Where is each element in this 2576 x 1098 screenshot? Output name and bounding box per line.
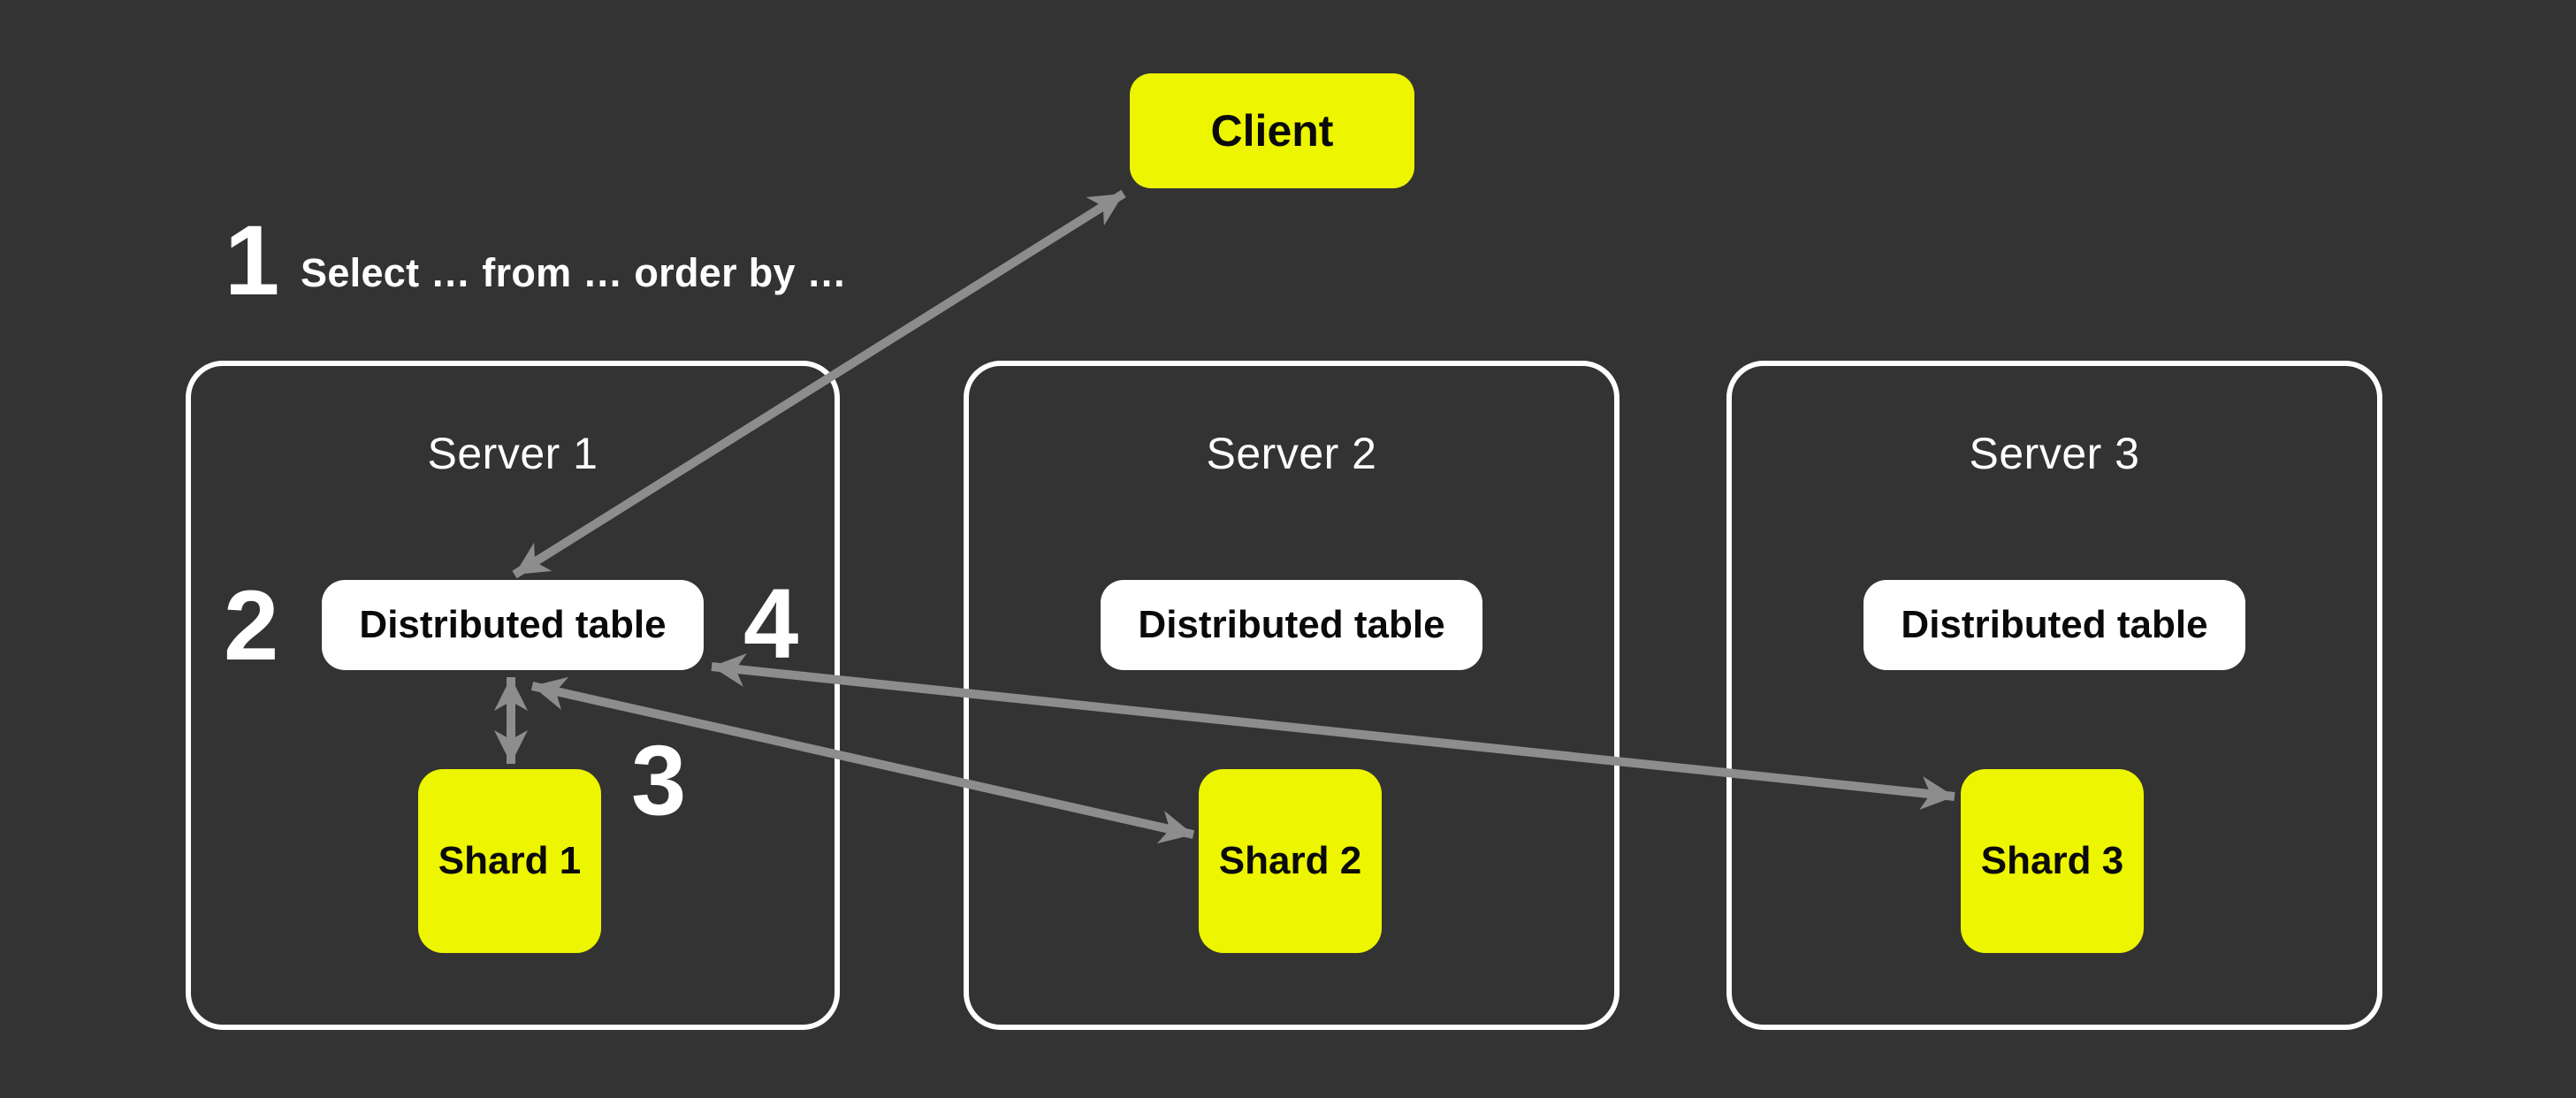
server-2-label: Server 2 — [1206, 429, 1377, 478]
distributed-table-2-box: Distributed table — [1101, 580, 1482, 670]
client-label: Client — [1210, 106, 1334, 156]
step-3-number: 3 — [631, 725, 687, 835]
step-4-number: 4 — [743, 568, 799, 679]
distributed-table-3-box: Distributed table — [1863, 580, 2245, 670]
shard-2-label: Shard 2 — [1218, 839, 1362, 882]
distributed-table-3-label: Distributed table — [1901, 603, 2208, 646]
client-box: Client — [1130, 73, 1414, 188]
step-1-number: 1 — [225, 205, 280, 316]
shard-1-box: Shard 1 — [418, 769, 601, 953]
step-2-number: 2 — [224, 570, 279, 681]
shard-3-box: Shard 3 — [1961, 769, 2144, 953]
step-1-query-text: Select … from … order by … — [301, 250, 847, 295]
shard-3-label: Shard 3 — [1980, 839, 2124, 882]
shard-1-label: Shard 1 — [438, 839, 582, 882]
distributed-table-2-label: Distributed table — [1138, 603, 1445, 646]
server-3-label: Server 3 — [1969, 429, 2140, 478]
distributed-table-1-label: Distributed table — [359, 603, 667, 646]
shard-2-box: Shard 2 — [1199, 769, 1382, 953]
distributed-table-1-box: Distributed table — [322, 580, 704, 670]
server-1-label: Server 1 — [427, 429, 598, 478]
